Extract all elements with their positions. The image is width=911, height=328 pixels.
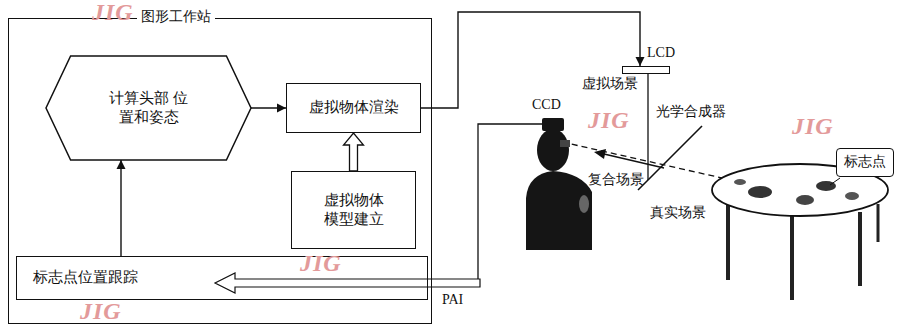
- watermark: JIG: [80, 297, 122, 326]
- annotation-label: 真实场景: [650, 205, 706, 222]
- person-body: [526, 171, 592, 250]
- lcd-bar: [622, 66, 670, 74]
- annotation-label: 光学合成器: [656, 104, 726, 121]
- process-box: 标志点位置跟踪: [16, 256, 428, 300]
- table-leg: [726, 204, 730, 280]
- marker-blob: [748, 186, 772, 198]
- process-box: 虚拟物体渲染: [286, 83, 421, 133]
- hexagon-shape: [46, 56, 251, 160]
- arrow-head: [594, 149, 606, 159]
- video-wire: [478, 124, 542, 279]
- lcd-panel: LCD: [622, 40, 684, 76]
- annotation-label: 复合场景: [588, 172, 644, 189]
- table-leg: [858, 212, 862, 286]
- watermark: JIG: [792, 112, 834, 141]
- table-leg: [877, 204, 880, 242]
- hollow-arrow: [215, 273, 480, 293]
- person-head: [537, 129, 569, 171]
- node-text: 标志点: [844, 153, 886, 171]
- annotation-label: PAI: [442, 292, 463, 309]
- watermark: JIG: [588, 106, 630, 135]
- marker-blob: [845, 192, 859, 200]
- annotation-label: CCD: [532, 97, 561, 114]
- highlight: [579, 195, 589, 213]
- connector: [421, 12, 645, 108]
- connector: [344, 133, 364, 171]
- connector-line: [421, 12, 640, 108]
- composite-arrow: [604, 154, 664, 168]
- optical-combiner: [638, 126, 702, 190]
- marker-blob: [734, 179, 746, 185]
- leader-line: [830, 178, 840, 185]
- connector-line: [120, 160, 121, 256]
- process-box: 虚拟物体 模型建立: [291, 171, 416, 249]
- annotation-label: 虚拟场景: [582, 76, 638, 93]
- connector: [251, 104, 286, 113]
- arrow-head: [117, 160, 126, 169]
- workstation-frame: 图形工作站计算头部 位置和姿态虚拟物体渲染虚拟物体 模型建立标志点位置跟踪: [8, 18, 432, 324]
- node-text: LCD: [646, 44, 676, 62]
- node-text: 计算头部 位置和姿态: [107, 89, 191, 128]
- frame-heading: 图形工作站: [137, 8, 215, 26]
- hexagon-outline: [46, 56, 251, 160]
- node-text: 标志点位置跟踪: [33, 268, 138, 288]
- process-hexagon: 计算头部 位置和姿态: [46, 56, 251, 160]
- arrow-head: [277, 104, 286, 113]
- marker-blob: [796, 195, 814, 205]
- marker-tag: 标志点: [836, 148, 894, 177]
- ccd-camera: [542, 118, 564, 131]
- arrow-head: [636, 57, 645, 66]
- hollow-arrow: [344, 133, 364, 171]
- connector: [117, 160, 126, 256]
- node-text: 虚拟物体 模型建立: [319, 191, 388, 230]
- node-text: 虚拟物体渲染: [309, 98, 399, 118]
- watermark: JIG: [300, 249, 342, 278]
- watermark: JIG: [92, 0, 134, 27]
- eye-display: [560, 140, 570, 147]
- table-leg: [790, 215, 794, 300]
